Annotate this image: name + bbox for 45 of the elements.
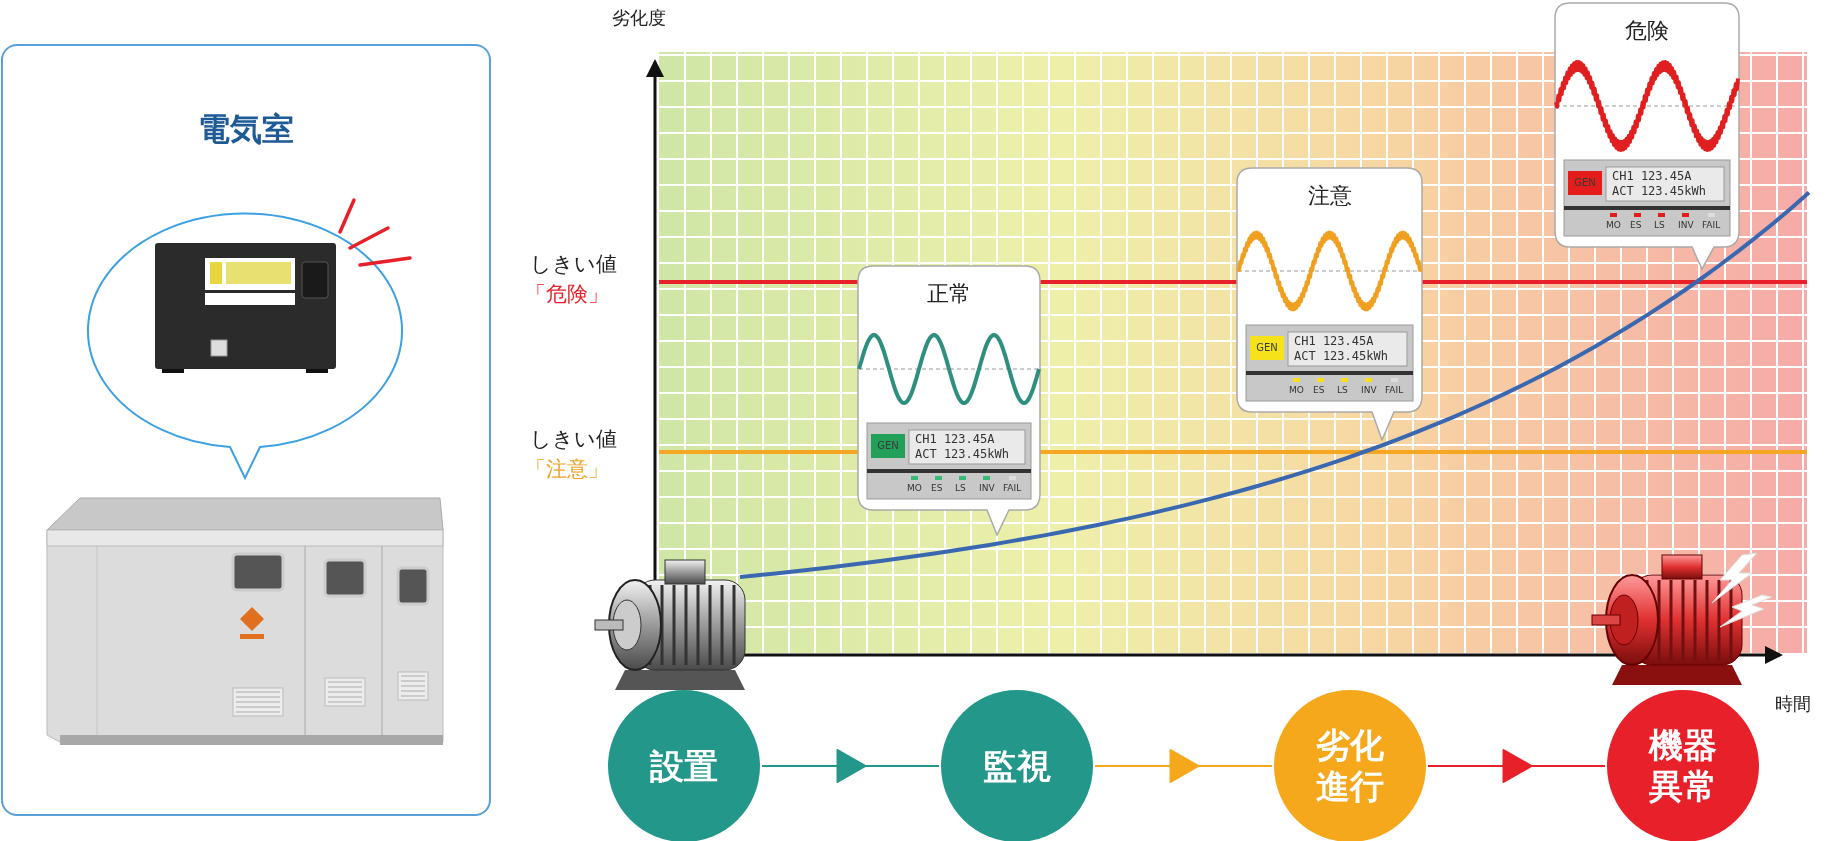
arrow <box>1427 749 1606 783</box>
led-label: MO <box>907 483 922 493</box>
step-label: 機器異常 <box>1648 725 1718 807</box>
led-label: LS <box>1337 385 1348 395</box>
led-label: INV <box>1678 220 1694 230</box>
callout-bubble <box>1236 167 1423 441</box>
led-label: FAIL <box>1702 220 1721 230</box>
step-label: 劣化進行 <box>1315 725 1385 807</box>
led-label: MO <box>1606 220 1621 230</box>
room-title: 電気室 <box>197 109 295 150</box>
lcd-reading: ACT 123.45kWh <box>1294 349 1388 363</box>
led-label: INV <box>979 483 995 493</box>
lcd-reading: CH1 123.45A <box>1612 169 1692 183</box>
lcd-reading: ACT 123.45kWh <box>1612 184 1706 198</box>
arrow <box>1094 749 1273 783</box>
led-label: FAIL <box>1003 483 1022 493</box>
threshold-label: 「危険」 <box>525 281 609 308</box>
led-label: ES <box>931 483 943 493</box>
led-label: LS <box>955 483 966 493</box>
lcd-reading: CH1 123.45A <box>915 432 995 446</box>
status-indicator: GEN <box>1568 171 1602 195</box>
lcd-reading: CH1 123.45A <box>1294 334 1374 348</box>
axis-label: 時間 <box>1775 692 1811 716</box>
threshold-label: しきい値 <box>530 251 617 278</box>
lcd-reading: ACT 123.45kWh <box>915 447 1009 461</box>
led-label: INV <box>1361 385 1377 395</box>
status-indicator: GEN <box>871 434 905 458</box>
status-label: 正常 <box>926 280 972 308</box>
led-label: LS <box>1654 220 1665 230</box>
threshold-label: しきい値 <box>530 426 617 453</box>
room-panel <box>1 44 491 816</box>
led-label: FAIL <box>1385 385 1404 395</box>
status-indicator: GEN <box>1250 336 1284 360</box>
led-label: ES <box>1313 385 1325 395</box>
led-label: ES <box>1630 220 1642 230</box>
callout-bubble <box>1554 2 1740 270</box>
callout-bubble <box>857 265 1041 536</box>
led-label: MO <box>1289 385 1304 395</box>
axis-label: 劣化度 <box>612 6 666 30</box>
status-label: 注意 <box>1306 182 1353 210</box>
threshold-label: 「注意」 <box>525 456 609 483</box>
step-label: 設置 <box>649 745 719 787</box>
status-label: 危険 <box>1624 17 1670 45</box>
arrow <box>761 749 940 783</box>
step-label: 監視 <box>982 745 1052 787</box>
